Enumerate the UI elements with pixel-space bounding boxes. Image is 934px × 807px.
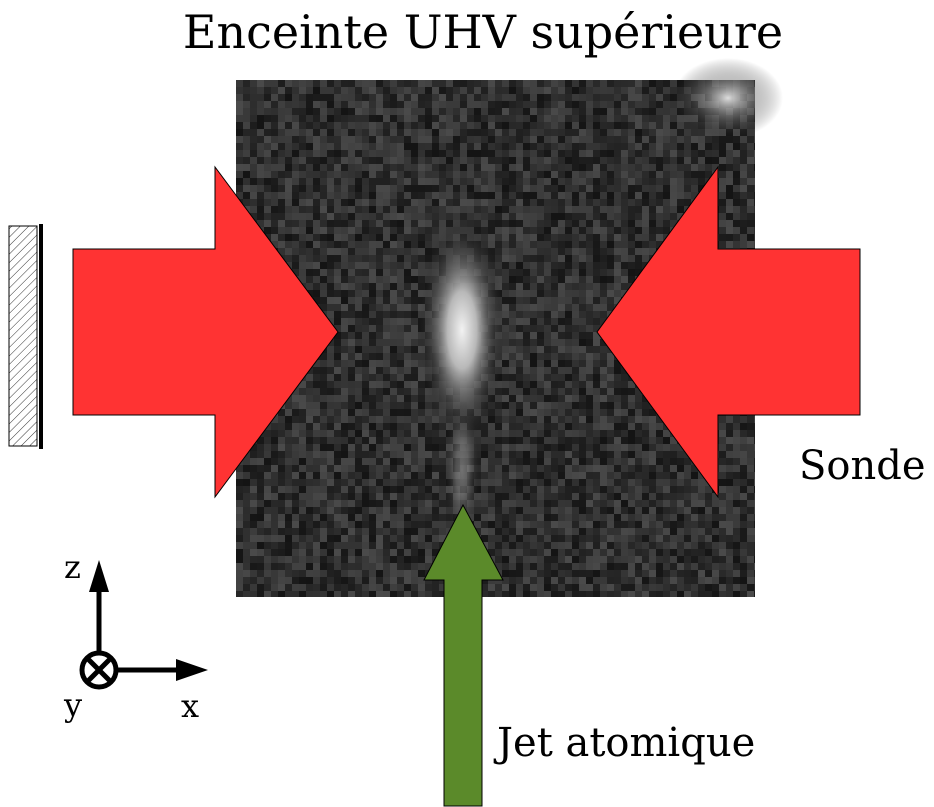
laser-arrow-right xyxy=(596,165,861,499)
atomic-jet-label: Jet atomique xyxy=(493,720,755,766)
diagram-title: Enceinte UHV supérieure xyxy=(183,5,783,59)
atomic-jet-arrow xyxy=(423,503,504,807)
axis-y-label: y xyxy=(63,686,82,724)
axis-x-arrowhead xyxy=(176,659,208,681)
atom-cloud xyxy=(420,220,504,440)
coordinate-axes: z x y xyxy=(63,548,208,725)
axis-z-arrowhead xyxy=(89,560,109,592)
axis-z-label: z xyxy=(64,548,81,586)
axis-x-label: x xyxy=(181,687,199,725)
circle-cross-icon xyxy=(79,650,119,690)
laser-arrow-left xyxy=(72,165,339,499)
hatched-mirror-icon xyxy=(8,224,43,449)
probe-label: Sonde xyxy=(799,443,926,489)
